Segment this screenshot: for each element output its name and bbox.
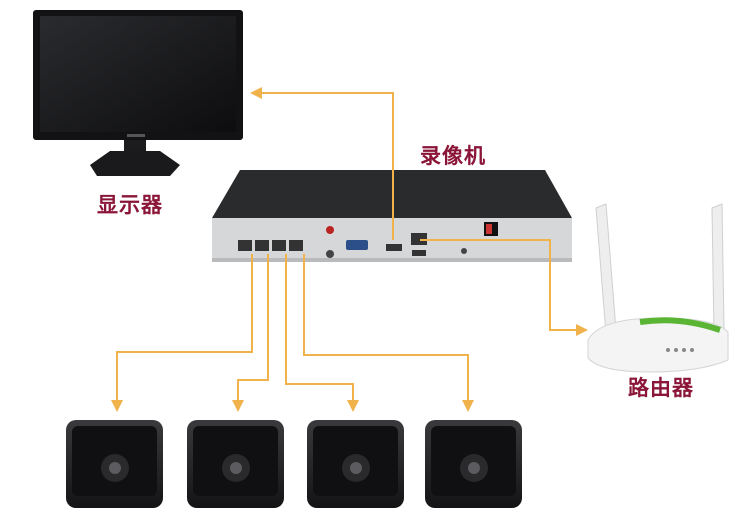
bullet-camera-icon: [66, 420, 163, 508]
port4-to-camera4-line: [303, 254, 474, 412]
nvr-label: 录像机: [420, 144, 486, 168]
lan-ports: [238, 240, 303, 251]
monitor-icon: [33, 10, 243, 176]
port2-to-camera2-line: [232, 254, 269, 412]
bullet-camera-icon: [425, 420, 522, 508]
nvr-to-monitor-line: [250, 87, 394, 240]
monitor-label: 显示器: [97, 193, 163, 217]
router-icon: [587, 203, 729, 373]
port1-to-camera1-line: [111, 254, 253, 412]
connection-lines: [111, 87, 588, 412]
nvr-to-router-line: [420, 239, 588, 336]
port3-to-camera3-line: [285, 254, 359, 412]
bullet-camera-icon: [187, 420, 284, 508]
bullet-camera-icon: [307, 420, 404, 508]
router-label: 路由器: [628, 376, 694, 400]
